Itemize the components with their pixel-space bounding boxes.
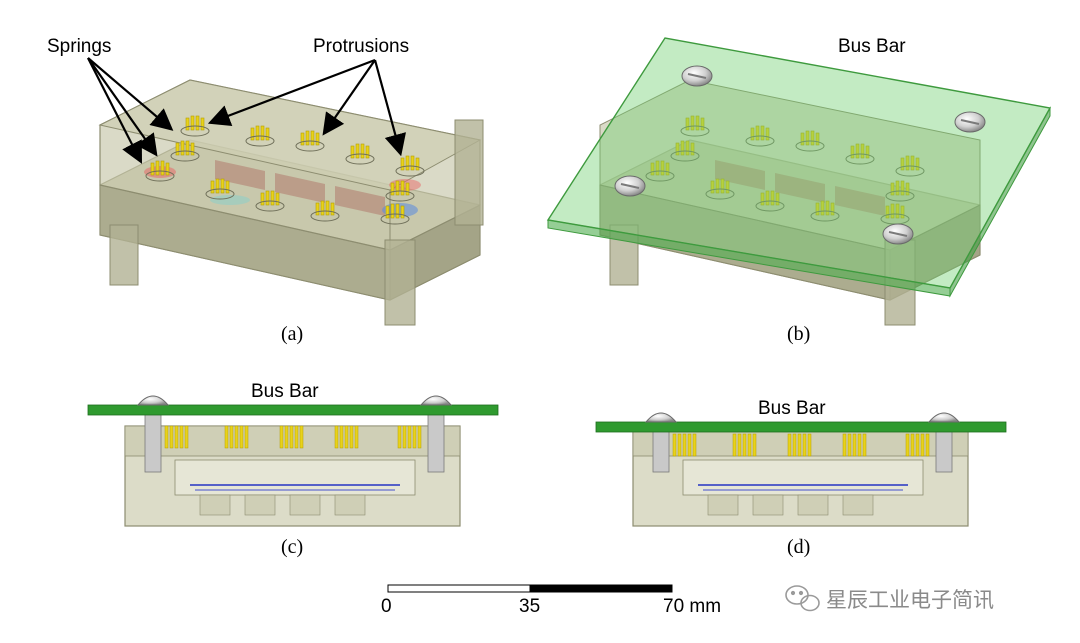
springs-label: Springs: [47, 36, 112, 57]
screw-icon: [681, 65, 713, 87]
panel-b-busbar: [546, 37, 1052, 298]
screw-icon: [419, 395, 453, 406]
screw-icon: [927, 412, 961, 423]
wechat-icon: [785, 585, 820, 612]
scale-tick-70: 70 mm: [663, 596, 722, 617]
busbar-label-b: Bus Bar: [838, 36, 906, 57]
scale-tick-0: 0: [381, 596, 392, 617]
screw-icon: [882, 223, 914, 245]
panel-c-screws: [136, 395, 453, 406]
protrusions-label: Protrusions: [313, 36, 410, 57]
screw-icon: [954, 111, 986, 133]
screw-icon: [644, 412, 678, 423]
scale-bar: [387, 584, 673, 593]
caption-d: (d): [787, 536, 811, 558]
caption-c: (c): [281, 536, 304, 558]
watermark-text: 星辰工业电子简讯: [826, 588, 994, 612]
busbar-label-c: Bus Bar: [251, 381, 319, 402]
panel-c-busbar: [87, 404, 499, 416]
scale-tick-35: 35: [519, 596, 541, 617]
screw-icon: [136, 395, 170, 406]
panel-d-busbar: [595, 421, 1007, 433]
panel-b-screws: [614, 65, 986, 245]
panel-a-housing: [98, 79, 484, 326]
panel-d-screws: [644, 412, 961, 423]
caption-a: (a): [281, 323, 304, 345]
caption-b: (b): [787, 323, 811, 345]
panel-a-arrows: [87, 57, 406, 164]
screw-icon: [614, 175, 646, 197]
busbar-label-d: Bus Bar: [758, 398, 826, 419]
